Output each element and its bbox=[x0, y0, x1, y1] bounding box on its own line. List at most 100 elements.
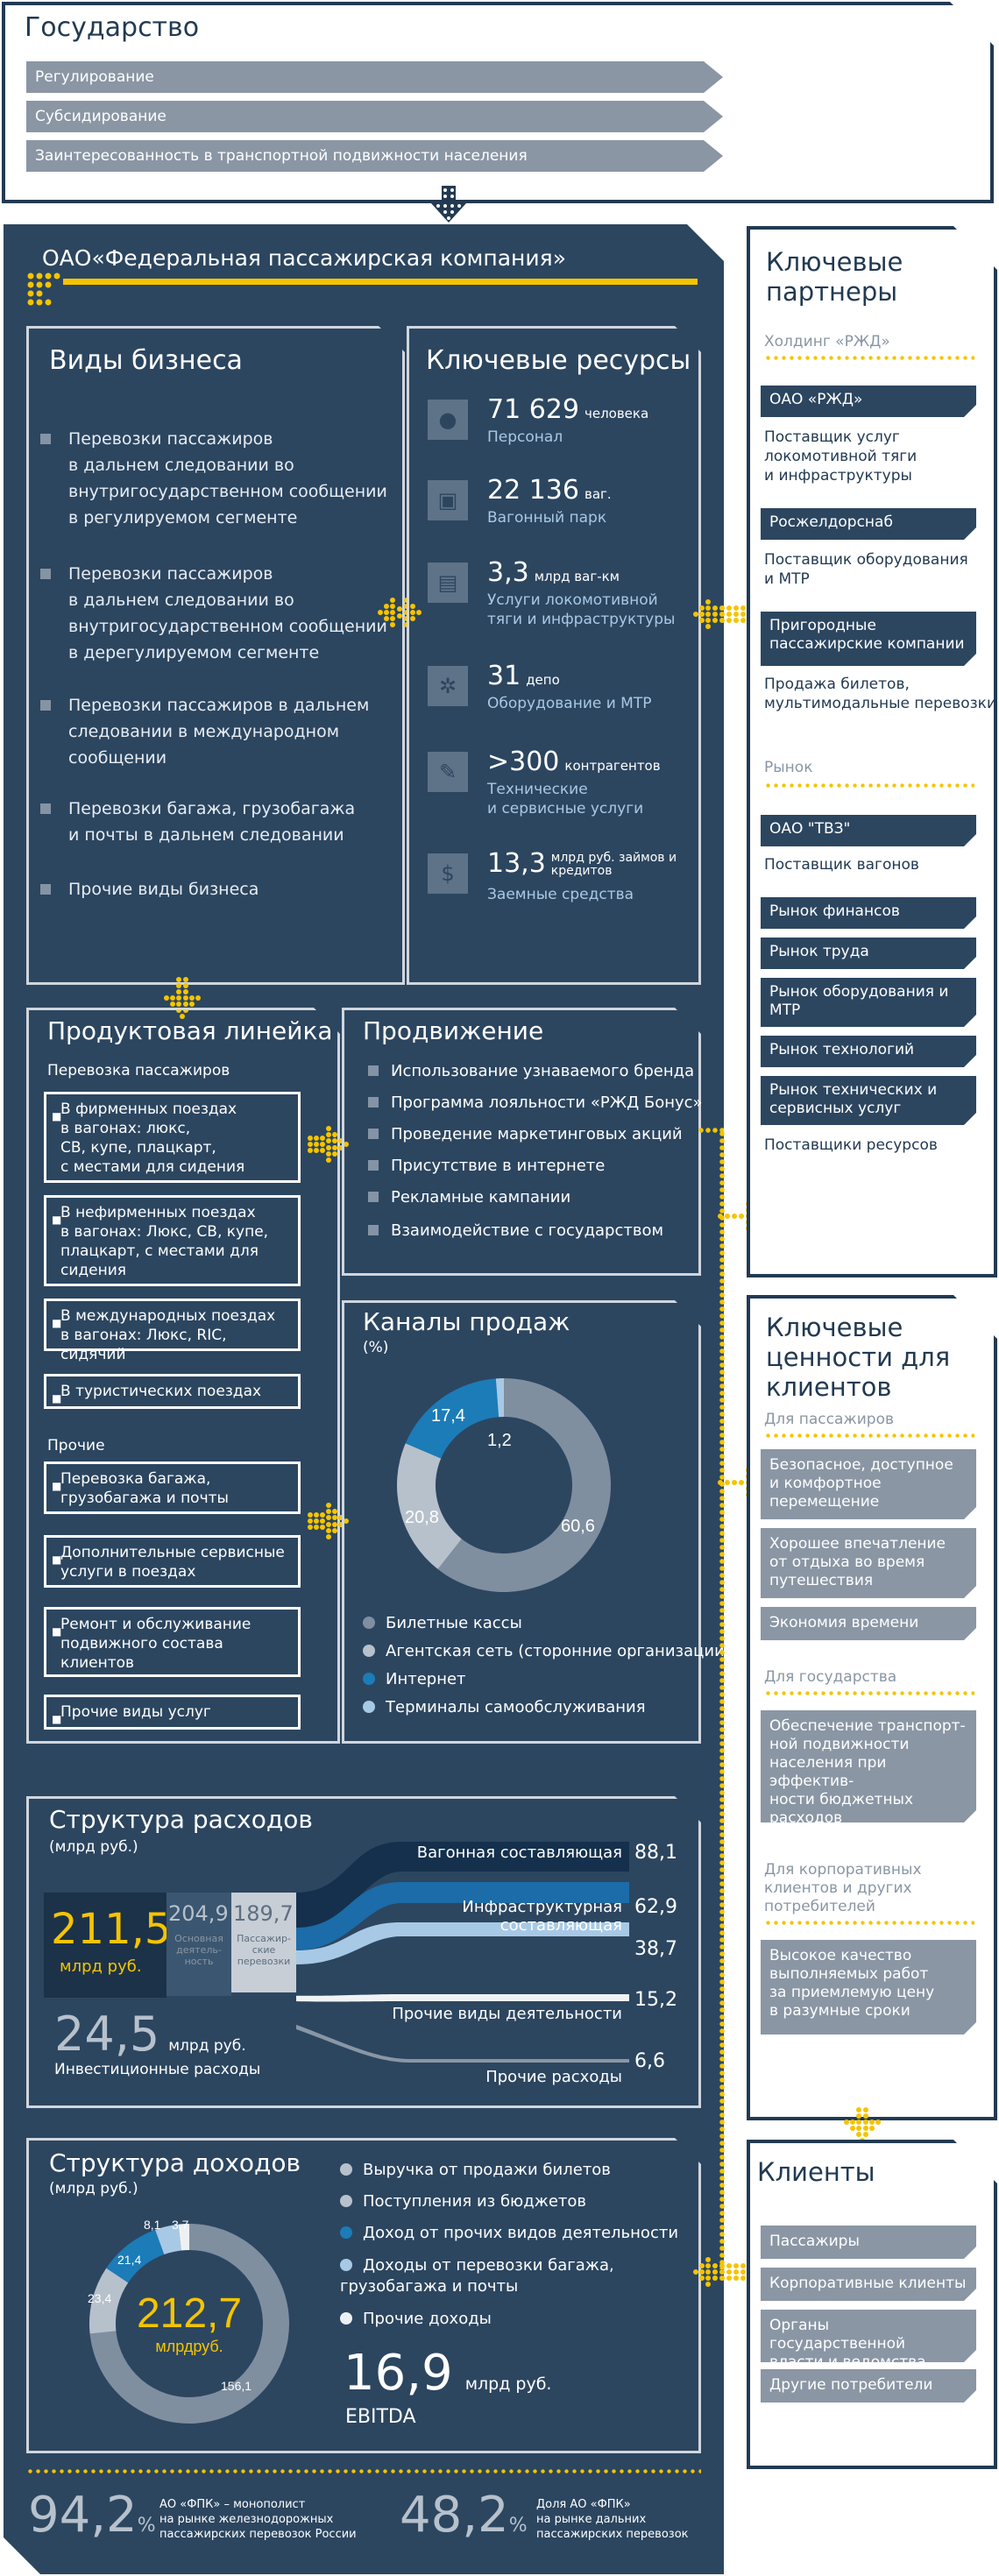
promotion-item-4: Присутствие в интернете bbox=[368, 1157, 605, 1176]
products-group-other: Прочие bbox=[47, 1437, 105, 1454]
value-time: Экономия времени bbox=[761, 1607, 976, 1640]
partner-suburban: Пригородные пассажирские компании bbox=[761, 612, 976, 666]
market-tech: Рынок технологий bbox=[761, 1036, 976, 1067]
values-g2-dots bbox=[764, 1691, 974, 1695]
channels-legend-1: Билетные кассы bbox=[363, 1614, 522, 1632]
revenue-donut: 212,7 млрдруб. 156,1 23,4 21,4 8,1 3,7 bbox=[88, 2219, 289, 2424]
costs-main-box bbox=[166, 1893, 231, 1996]
channels-label-3: 17,4 bbox=[431, 1406, 465, 1426]
costs-pass-value: 189,7 bbox=[233, 1901, 294, 1926]
gear-icon: ✲ bbox=[428, 666, 468, 706]
product-other: ■Прочие виды услуг bbox=[44, 1695, 298, 1730]
channels-unit: (%) bbox=[363, 1339, 389, 1356]
business-title: Виды бизнеса bbox=[49, 345, 243, 376]
donut-slice-2 bbox=[89, 2268, 129, 2334]
revenue-title: Структура доходов bbox=[49, 2148, 301, 2177]
resources-title: Ключевые ресурсы bbox=[426, 345, 691, 376]
client-corporate: Корпоративные клиенты bbox=[761, 2268, 976, 2301]
revenue-legend-2: Поступления из бюджетов bbox=[340, 2192, 586, 2211]
promotion-panel bbox=[342, 1008, 701, 1276]
state-item-mobility: Заинтересованность в транспортной подвиж… bbox=[26, 140, 723, 172]
costs-pass-box bbox=[231, 1893, 296, 1992]
footer-right-value: 48,2% bbox=[400, 2487, 528, 2544]
costs-total-box bbox=[44, 1893, 166, 1998]
sankey-flow-other-act bbox=[296, 1994, 629, 2002]
partners-holding: Холдинг «РЖД» bbox=[764, 333, 890, 350]
state-item-subsidy: Субсидирование bbox=[26, 101, 723, 132]
product-tourist: ■В туристических поездах bbox=[44, 1374, 298, 1409]
business-panel bbox=[26, 326, 405, 985]
revenue-donut-slices bbox=[89, 2224, 289, 2424]
partner-suburban-text: Продажа билетов,мультимодальные перевозк… bbox=[764, 676, 997, 712]
values-group-passengers: Для пассажиров bbox=[764, 1411, 894, 1428]
revenue-legend-3: Доход от прочих видов деятельности bbox=[340, 2224, 678, 2242]
channels-donut-slices bbox=[397, 1378, 611, 1592]
footer-left-value: 94,2% bbox=[28, 2487, 156, 2544]
clients-frame bbox=[747, 2140, 997, 2469]
connector-line-vertical bbox=[719, 1130, 726, 2269]
product-baggage: ■Перевозка багажа,грузобагажа и почты bbox=[44, 1461, 298, 1514]
costs-sankey bbox=[296, 1842, 629, 2063]
revenue-legend-5: Прочие доходы bbox=[340, 2310, 492, 2328]
revenue-legend-4: Доходы от перевозки багажа, грузобагажа … bbox=[340, 2256, 614, 2296]
left-arrow-resources bbox=[693, 599, 746, 629]
partner-rzd: ОАО «РЖД» bbox=[761, 386, 976, 417]
revenue-label-5: 3,7 bbox=[172, 2219, 189, 2232]
revenue-total: 212,7 bbox=[137, 2290, 242, 2337]
cost-row-other-label: Прочие расходы bbox=[485, 2068, 622, 2086]
values-group-state: Для государства bbox=[764, 1668, 897, 1686]
donut-slice-2 bbox=[397, 1443, 462, 1569]
double-arrow-icon bbox=[378, 598, 422, 627]
donut-slice-5 bbox=[178, 2224, 189, 2251]
promotion-item-2: Программа лояльности «РЖД Бонус» bbox=[368, 1093, 703, 1113]
partner-tvz-text: Поставщик вагонов bbox=[764, 856, 919, 874]
company-underline bbox=[63, 279, 698, 285]
building-icon: ▤ bbox=[428, 563, 468, 603]
market-finance: Рынок финансов bbox=[761, 897, 976, 929]
promotion-item-5: Рекламные кампании bbox=[368, 1188, 570, 1207]
wrench-icon: ✎ bbox=[428, 752, 468, 792]
cost-row-otheract-label: Прочие виды деятельности bbox=[392, 2005, 622, 2023]
revenue-label-3: 21,4 bbox=[117, 2253, 141, 2267]
down-arrow-state bbox=[431, 186, 466, 223]
promotion-item-1: Использование узнаваемого бренда bbox=[368, 1062, 694, 1081]
sankey-flow-wagon bbox=[296, 1842, 629, 1928]
state-title: Государство bbox=[25, 12, 200, 43]
costs-title: Структура расходов bbox=[49, 1805, 313, 1834]
values-g3-dots bbox=[764, 1921, 974, 1925]
cost-row-otheract-value: 15,2 bbox=[634, 1989, 677, 2011]
revenue-total-unit: млрдруб. bbox=[155, 2338, 223, 2355]
right-arrow-promotion bbox=[308, 1126, 349, 1163]
state-item-regulation: Регулирование bbox=[26, 61, 723, 93]
channels-title: Каналы продаж bbox=[363, 1307, 570, 1336]
channels-label-2: 20,8 bbox=[405, 1508, 439, 1527]
cost-row-loco-label: Локомотивная составляющая bbox=[374, 1940, 622, 1958]
promotion-item-6: Взаимодействие с государством bbox=[368, 1221, 663, 1241]
revenue-legend-1: Выручка от продажи билетов bbox=[340, 2161, 611, 2179]
cost-row-infra-label: Инфраструктурная составляющая bbox=[462, 1898, 622, 1935]
cost-row-wagon-label: Вагонная составляющая bbox=[416, 1844, 622, 1862]
partner-tvz: ОАО "ТВЗ" bbox=[761, 815, 976, 846]
products-title: Продуктовая линейка bbox=[47, 1016, 333, 1045]
revenue-unit: (млрд руб.) bbox=[49, 2180, 138, 2197]
market-equipment: Рынок оборудования и МТР bbox=[761, 978, 976, 1027]
channels-panel bbox=[342, 1300, 701, 1744]
cost-row-loco-value: 38,7 bbox=[634, 1938, 677, 1960]
left-arrow-clients bbox=[693, 2257, 746, 2287]
